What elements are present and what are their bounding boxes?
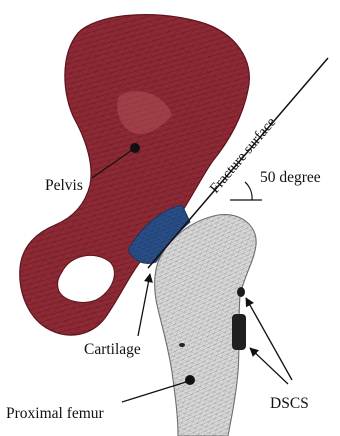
- angle-arc: [245, 182, 252, 200]
- dscs-sensor-lower: [232, 314, 246, 350]
- pelvis-label: Pelvis: [45, 177, 83, 194]
- dscs-label: DSCS: [270, 395, 309, 412]
- femur-marker: [179, 343, 185, 347]
- dscs-sensor-upper: [237, 287, 245, 297]
- dscs-arrow-upper: [246, 298, 292, 380]
- proximal-femur-label: Proximal femur: [6, 405, 105, 422]
- pelvis-leader-dot: [130, 143, 140, 153]
- cartilage-label: Cartilage: [84, 341, 141, 358]
- dscs-arrow-lower: [250, 348, 288, 384]
- angle-label: 50 degree: [260, 169, 321, 186]
- femur-leader-dot: [185, 375, 195, 385]
- cartilage-arrow: [138, 274, 150, 336]
- proximal-femur-model: [155, 215, 256, 436]
